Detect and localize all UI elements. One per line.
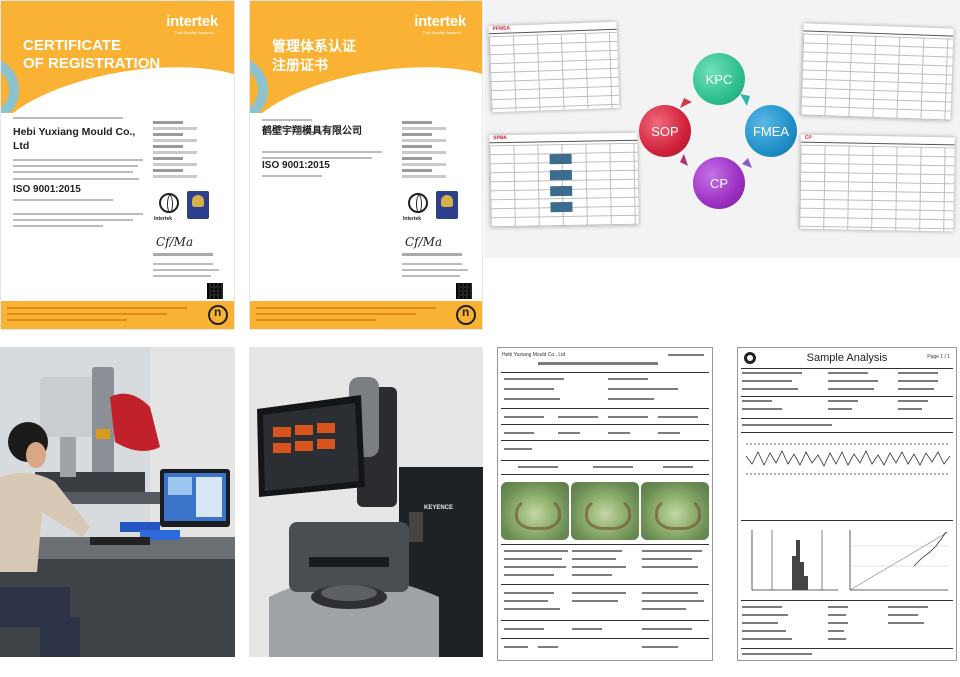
certificate-company-name: Hebi Yuxiang Mould Co., Ltd [13,126,136,152]
intertek-mark-label: Intertek [403,216,422,222]
measuring-instrument-icon [249,347,483,657]
micrograph-image [501,482,569,540]
cycle-node-label: FMEA [752,123,790,139]
intertek-logo: intertek [414,13,466,30]
arrow-icon [742,158,752,168]
intertek-tagline: Total Quality. Assured. [174,30,215,35]
arrow-icon [680,98,692,108]
qr-code-icon [456,283,472,299]
cycle-node-label: KPC [705,71,733,87]
arrow-icon [740,94,750,106]
sample-analysis-title: Sample Analysis [806,352,888,364]
certificate-title-line1: CERTIFICATE [23,37,122,54]
cycle-node-fmea: FMEA [745,105,797,157]
certificate-footer-band [1,301,234,329]
qr-code-icon [207,283,223,299]
certificate-meta-block [402,119,472,181]
certificate-title-line1: 管理体系认证 [272,38,356,54]
cycle-arrows [680,94,752,168]
intertek-badge-icon [208,305,228,325]
signature-icon: Cf/Ma [405,235,443,249]
intertek-mark-label: Intertek [154,216,173,222]
certificate-company-name: 鹤壁宇翔模具有限公司 [262,126,362,137]
globe-icon [159,193,179,213]
sample-analysis-page: Page 1 / 1 [927,354,950,360]
report-header-company: Hebi Yuxiang Mould Co., Ltd [502,352,566,358]
report-logo-icon [744,352,756,364]
signature-icon: Cf/Ma [156,235,194,249]
intertek-badge-icon [456,305,476,325]
certificate-title: CERTIFICATE OF REGISTRATION [23,37,160,73]
cycle-node-sop: SOP [639,105,691,157]
cycle-node-cp: CP [693,157,745,209]
arrow-icon [680,154,688,166]
keyence-measuring-photo: KEYENCE [249,347,483,657]
certificate-standard: ISO 9001:2015 [13,184,81,195]
cycle-node-kpc: KPC [693,53,745,105]
cycle-node-label: SOP [651,123,679,139]
sample-analysis-report: Sample Analysis Page 1 / 1 [737,347,957,661]
intertek-logo: intertek [166,13,218,30]
certificate-footer-band [250,301,482,329]
micrograph-image [641,482,709,540]
vision-measuring-photo [0,347,235,657]
certificate-standard: ISO 9001:2015 [262,160,330,171]
ukas-accreditation-icon [436,191,458,219]
cycle-node-label: CP [709,175,729,191]
micrograph-image [571,482,639,540]
keyence-brand-label: KEYENCE [424,505,454,511]
globe-icon [408,193,428,213]
certificate-meta-block [153,119,223,181]
quality-cycle-panel: PFMEA SPBK CP KPC FMEA CP SOP [484,0,960,258]
certificate-title-line2: OF REGISTRATION [23,55,161,72]
ukas-accreditation-icon [187,191,209,219]
certificate-title: 管理体系认证 注册证书 [272,37,356,75]
certificate-header-band [250,1,482,113]
certificate-registration-cn: intertek Total Quality. Assured. 管理体系认证 … [249,0,483,330]
metallography-report: Hebi Yuxiang Mould Co., Ltd [497,347,713,661]
probability-chart [849,530,949,591]
certificate-registration-en: intertek Total Quality. Assured. CERTIFI… [0,0,235,330]
operator-scene-icon [0,347,235,657]
certificate-header-band [1,1,234,113]
certificate-title-line2: 注册证书 [272,57,328,73]
run-chart [745,443,951,475]
histogram-chart [751,530,838,591]
intertek-tagline: Total Quality. Assured. [422,30,463,35]
